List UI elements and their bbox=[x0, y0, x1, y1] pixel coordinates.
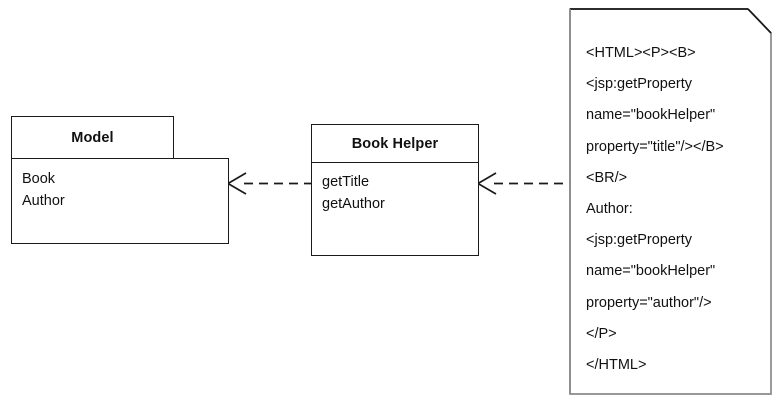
note-code-line: <HTML><P><B> bbox=[586, 45, 696, 61]
note-code-line: Author: bbox=[586, 201, 633, 218]
model-class-body[interactable]: Book Author bbox=[11, 158, 229, 244]
note-code-line: <jsp:getProperty bbox=[586, 232, 692, 249]
book-helper-class-name: Book Helper bbox=[351, 135, 439, 152]
model-attribute: Book bbox=[22, 171, 56, 187]
dashed-dependency-arrow-icon bbox=[226, 172, 314, 195]
book-helper-operation: getTitle bbox=[322, 174, 370, 190]
book-helper-operation: getAuthor bbox=[322, 196, 385, 212]
note-code-line: <BR/> bbox=[586, 169, 628, 186]
model-attribute: Author bbox=[22, 193, 65, 209]
note-code-line: </HTML> bbox=[586, 357, 647, 374]
view-to-helper-dependency[interactable] bbox=[474, 168, 574, 205]
model-class-header[interactable]: Model bbox=[11, 116, 174, 159]
model-attribute-list: Book Author bbox=[22, 168, 65, 212]
book-helper-operation-list: getTitle getAuthor bbox=[322, 171, 385, 215]
jsp-view-note[interactable]: <HTML><P><B> <jsp:getProperty name="book… bbox=[569, 8, 772, 395]
jsp-view-note-code: <HTML><P><B> <jsp:getProperty name="book… bbox=[586, 38, 766, 381]
note-code-line: property="title"/></B> bbox=[586, 138, 724, 155]
note-code-line: </P> bbox=[586, 325, 617, 342]
helper-to-model-dependency[interactable] bbox=[224, 168, 316, 205]
note-code-line: name="bookHelper" bbox=[586, 107, 716, 124]
note-code-line: name="bookHelper" bbox=[586, 263, 716, 280]
dashed-dependency-arrow-icon bbox=[476, 172, 572, 195]
note-code-line: <jsp:getProperty bbox=[586, 76, 692, 93]
model-class-name: Model bbox=[71, 129, 114, 146]
book-helper-class-header: Book Helper bbox=[312, 125, 478, 163]
book-helper-class[interactable]: Book Helper getTitle getAuthor bbox=[311, 124, 479, 256]
document-note-shape-icon bbox=[569, 8, 772, 395]
note-code-line: property="author"/> bbox=[586, 294, 712, 311]
